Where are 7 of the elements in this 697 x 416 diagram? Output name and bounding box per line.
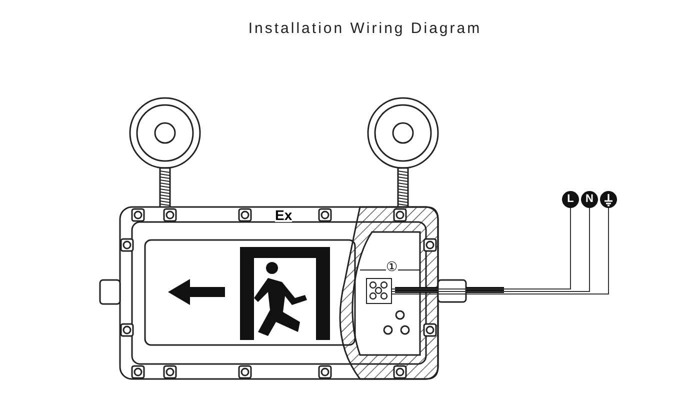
terminal-marker: N — [581, 191, 598, 208]
diagram-title: Installation Wiring Diagram — [247, 20, 483, 37]
ground-marker-icon — [600, 191, 617, 208]
terminal-block — [366, 278, 392, 304]
terminal-marker: L — [562, 191, 579, 208]
ex-mark-label: Ex — [275, 208, 292, 222]
callout-number: ① — [386, 260, 398, 273]
